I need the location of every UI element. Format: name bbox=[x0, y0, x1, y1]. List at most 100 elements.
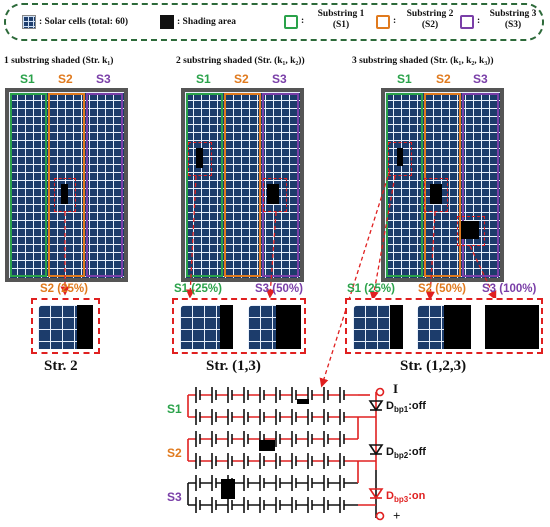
cell-gap bbox=[340, 387, 344, 403]
cell-gap bbox=[260, 475, 264, 491]
diode1-symbol: D bbox=[386, 400, 394, 412]
cell-gap bbox=[276, 453, 280, 469]
panel3-substring3 bbox=[462, 93, 499, 277]
cell-gap bbox=[228, 409, 232, 425]
cell-gap bbox=[276, 475, 280, 491]
terminal-node bbox=[375, 387, 385, 397]
panel2-shade-1 bbox=[196, 148, 203, 168]
legend-s2-line1: Substring 2 bbox=[406, 9, 454, 19]
arrow-panel2-b bbox=[265, 211, 277, 299]
cell-gap bbox=[212, 431, 216, 447]
cell-gap bbox=[308, 497, 312, 513]
legend-s3-line2: (S3) bbox=[504, 20, 522, 30]
pv-module-2 bbox=[181, 88, 304, 282]
cell-gap bbox=[292, 387, 296, 403]
panel2-caption: Str. (1,3) bbox=[206, 358, 261, 374]
diode3-state: :on bbox=[408, 490, 426, 502]
zoom-shade-1 bbox=[220, 305, 233, 349]
circuit-shade-1 bbox=[297, 399, 309, 404]
substring1-swatch-icon bbox=[284, 15, 298, 29]
panel2-s2-label: S2 bbox=[234, 72, 249, 86]
legend-shading: : Shading area bbox=[177, 17, 236, 27]
cell-gap bbox=[260, 431, 264, 447]
diode1-state: :off bbox=[408, 400, 426, 412]
panel3-shade-marker-3 bbox=[457, 216, 485, 246]
substring2-swatch-icon bbox=[376, 15, 390, 29]
cell-gap bbox=[244, 497, 248, 513]
cell-gap bbox=[292, 409, 296, 425]
panel2-shade-2 bbox=[267, 184, 279, 204]
cell-gap bbox=[324, 387, 328, 403]
panel1-s1-label: S1 bbox=[20, 72, 35, 86]
panel3-substring2 bbox=[424, 93, 461, 277]
panel1-substring3 bbox=[86, 93, 123, 277]
cell-gap bbox=[292, 497, 296, 513]
arrow-to-circuit bbox=[319, 169, 391, 388]
cell-gap bbox=[292, 475, 296, 491]
legend-s1: Substring 1 (S1) bbox=[311, 9, 371, 31]
panel3-shade-3 bbox=[461, 221, 479, 239]
circuit-shade-3 bbox=[221, 479, 235, 499]
panel1-zoom bbox=[31, 298, 100, 354]
diode3-label: Dbp3:on bbox=[386, 490, 425, 504]
cell-gap bbox=[308, 409, 312, 425]
circuit-s3-label: S3 bbox=[167, 490, 182, 504]
legend-colon-3: : bbox=[477, 16, 481, 26]
panel1-substring1 bbox=[10, 93, 47, 277]
cell-gap bbox=[308, 387, 312, 403]
legend-box: : Solar cells (total: 60) : Shading area… bbox=[4, 3, 544, 41]
cell-gap bbox=[324, 475, 328, 491]
pv-module-3 bbox=[381, 88, 504, 282]
panel2-pct-s3: S3 (50%) bbox=[255, 283, 303, 295]
circuit-shade-2 bbox=[259, 440, 275, 451]
cell-gap bbox=[260, 409, 264, 425]
cell-gap bbox=[292, 453, 296, 469]
diode1-sub: bp1 bbox=[393, 405, 409, 415]
panel1-caption: Str. 2 bbox=[44, 358, 78, 374]
cell-gap bbox=[196, 409, 200, 425]
cell-gap bbox=[196, 431, 200, 447]
panel2-shade-marker-1 bbox=[188, 142, 212, 176]
cell-gap bbox=[324, 431, 328, 447]
terminal-plus: + bbox=[393, 508, 401, 523]
legend-colon-1: : bbox=[301, 16, 305, 26]
cell-gap bbox=[212, 475, 216, 491]
cell-gap bbox=[340, 409, 344, 425]
shading-area-icon bbox=[160, 15, 174, 29]
cell-gap bbox=[212, 497, 216, 513]
cell-gap bbox=[308, 431, 312, 447]
panel1-s3-label: S3 bbox=[96, 72, 111, 86]
legend-s3: Substring 3 (S3) bbox=[483, 9, 543, 31]
cell-gap bbox=[260, 453, 264, 469]
cell-gap bbox=[244, 431, 248, 447]
cell-gap bbox=[196, 453, 200, 469]
diode1-label: Dbp1:off bbox=[386, 400, 426, 414]
panel3-s2-label: S2 bbox=[436, 72, 451, 86]
substring3-swatch-icon bbox=[460, 15, 474, 29]
panel3-substring1 bbox=[386, 93, 423, 277]
panel3-zoom bbox=[345, 298, 543, 354]
panel1-pct-s2: S2 (25%) bbox=[40, 283, 88, 295]
arrow-panel2-a bbox=[185, 175, 197, 299]
cell-gap bbox=[308, 475, 312, 491]
panel1-header: 1 substring shaded (Str. k₁) bbox=[4, 56, 114, 66]
panel2-s1-label: S1 bbox=[196, 72, 211, 86]
zoom-shade-2 bbox=[276, 305, 301, 349]
panel3-shade-1 bbox=[397, 148, 403, 166]
panel2-s3-label: S3 bbox=[272, 72, 287, 86]
panel3-s1-label: S1 bbox=[397, 72, 412, 86]
cell-gap bbox=[324, 453, 328, 469]
diode2-label: Dbp2:off bbox=[386, 446, 426, 460]
zoom-shade-1 bbox=[390, 305, 403, 349]
pv-cells-3 bbox=[385, 92, 500, 278]
bypass-diode-icon bbox=[368, 488, 384, 500]
panel2-substring2 bbox=[224, 93, 261, 277]
pv-cells-2 bbox=[185, 92, 300, 278]
panel2-zoom bbox=[172, 298, 306, 354]
panel3-shade-marker-1 bbox=[388, 142, 412, 176]
cell-gap bbox=[212, 409, 216, 425]
panel3-pct-s2: S2 (50%) bbox=[418, 283, 466, 295]
diode3-symbol: D bbox=[386, 490, 394, 502]
panel1-substring2 bbox=[48, 93, 85, 277]
